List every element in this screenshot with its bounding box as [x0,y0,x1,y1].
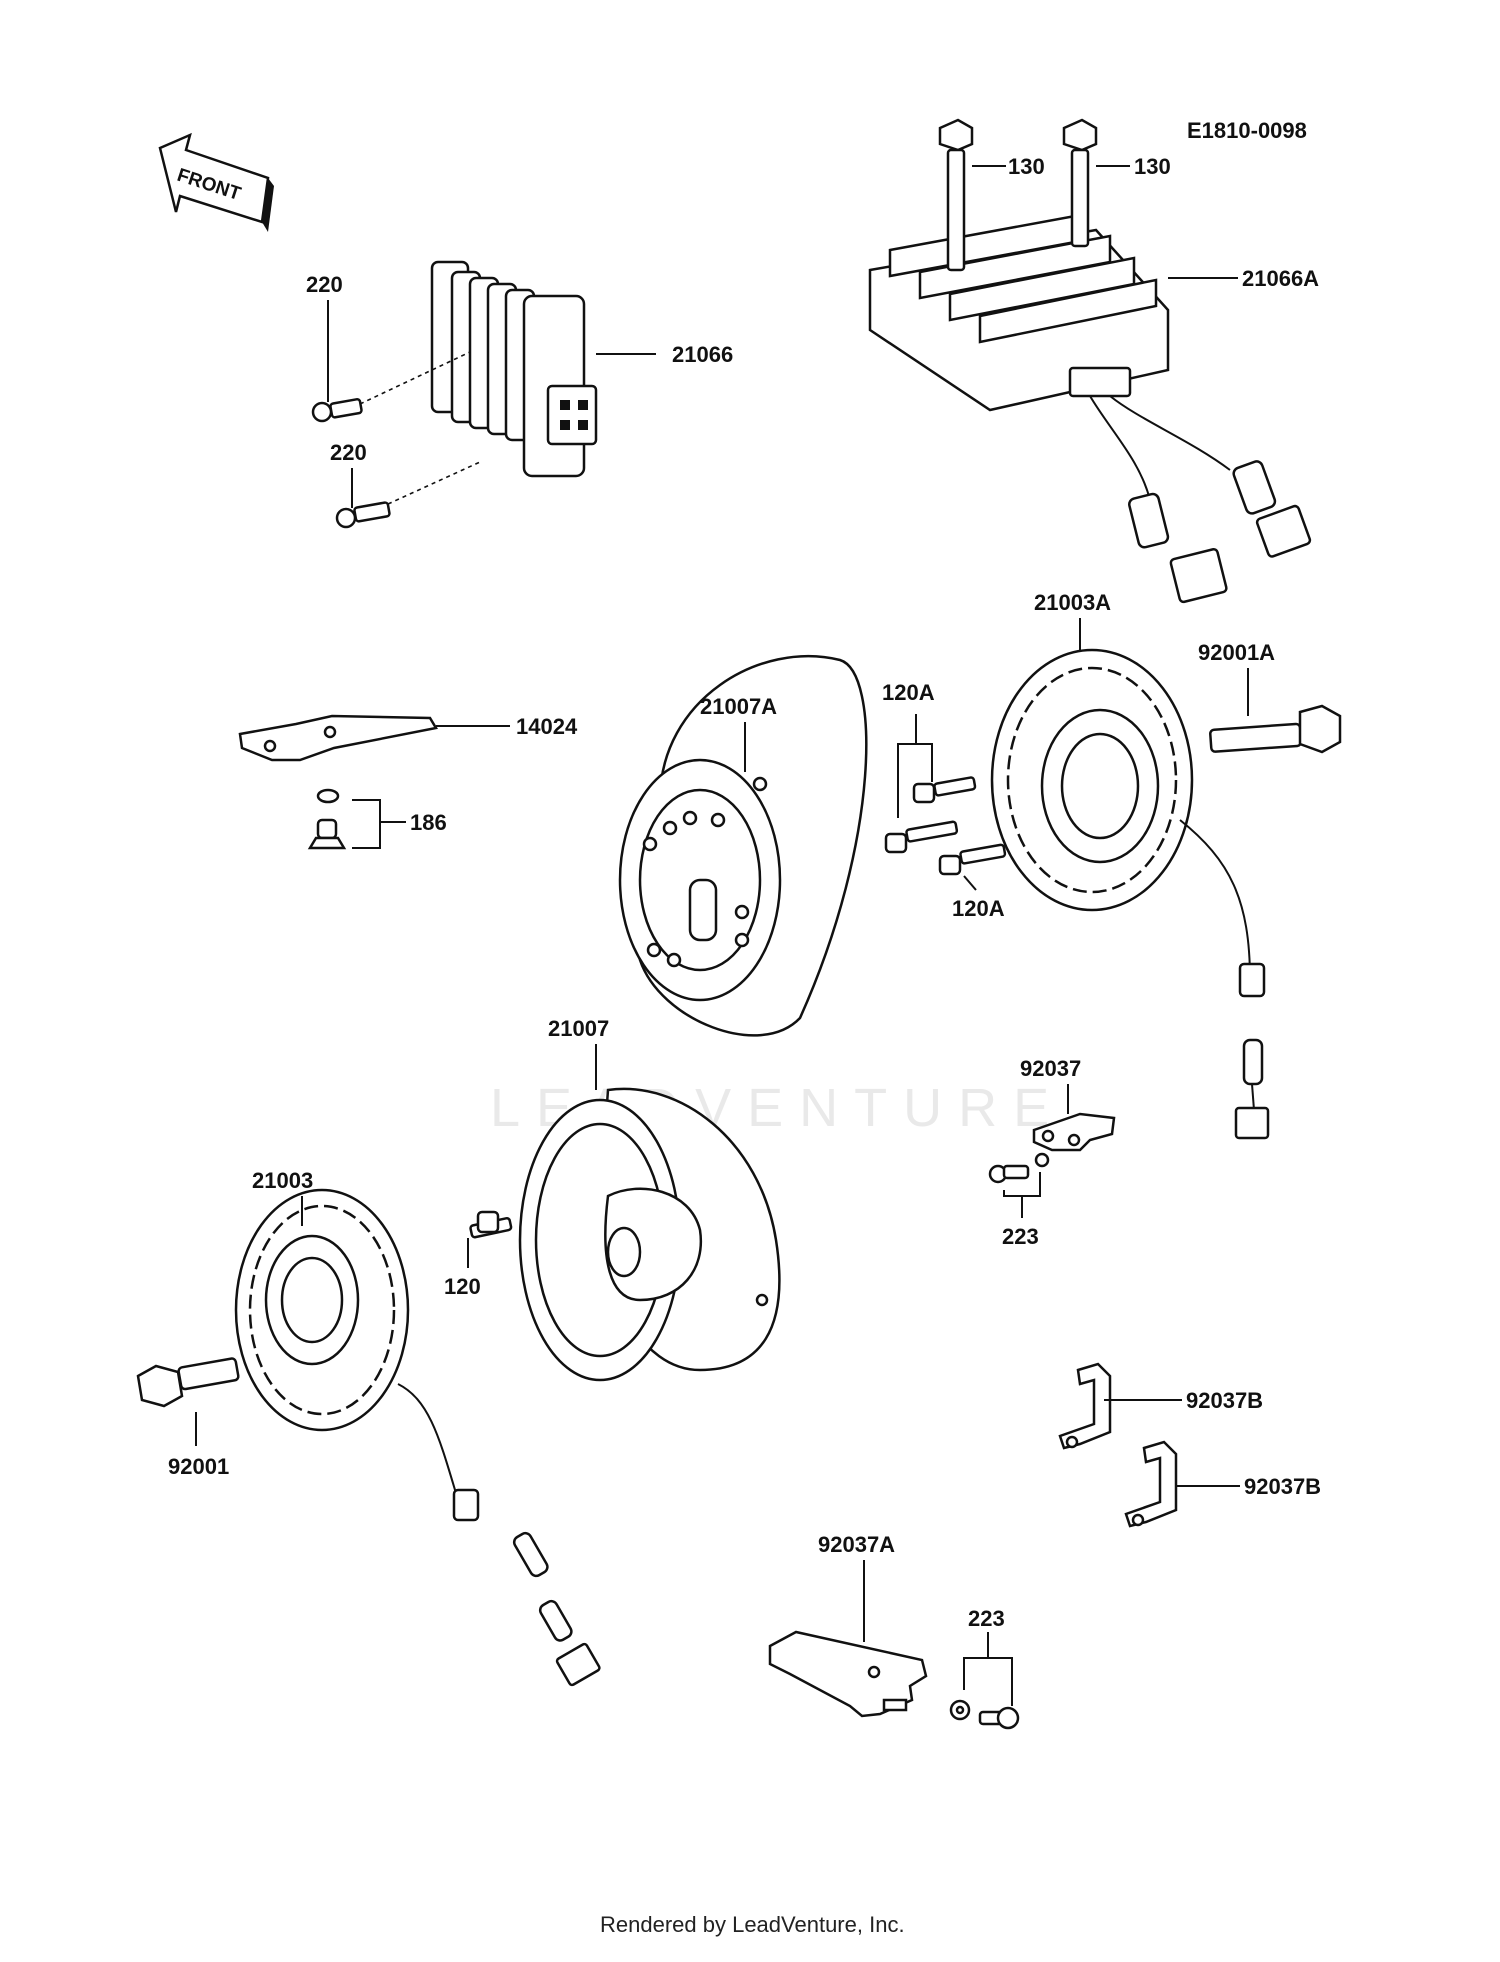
callout-14024: 14024 [516,714,578,739]
washer-bolt-186-part [307,788,347,850]
regulator-21066-part [430,260,598,478]
callout-220-upper: 220 [306,272,343,297]
callout-120: 120 [444,1274,481,1299]
callout-223-upper: 223 [1002,1224,1039,1249]
bolt-220-upper-part [311,398,363,423]
bolt-92001-part [136,1357,240,1408]
flywheel-21007-part [518,1087,781,1382]
bracket-92037B-upper-part [1058,1362,1112,1450]
callout-21007A: 21007A [700,694,777,719]
bolt-220-lower-part [335,501,391,529]
bolt-130-left-part [938,118,974,272]
stator-21003-part [234,1188,601,1687]
screw-washer-223-upper-part [988,1152,1050,1184]
callout-21066A: 21066A [1242,266,1319,291]
bracket-14024-part [238,714,438,762]
stator-21003A-part [990,648,1270,1140]
footer-credit: Rendered by LeadVenture, Inc. [600,1912,905,1937]
front-arrow-icon: FRONT [158,132,274,232]
bolt-120A-middle-part [884,820,959,854]
callout-21007: 21007 [548,1016,609,1041]
bolt-120A-upper-part [912,776,977,804]
callout-92001A: 92001A [1198,640,1275,665]
callout-92037B-lower: 92037B [1244,1474,1321,1499]
flywheel-21007A-part [618,654,868,1037]
bolt-92001A-part [1209,704,1342,754]
callout-92037: 92037 [1020,1056,1081,1081]
bolt-120A-lower-part [938,843,1007,876]
callout-92037A: 92037A [818,1532,895,1557]
callout-220-lower: 220 [330,440,367,465]
callout-223-lower: 223 [968,1606,1005,1631]
callout-130-right: 130 [1134,154,1171,179]
screw-washer-223-lower-part [949,1699,1020,1730]
callout-120A-upper: 120A [882,680,935,705]
callout-21003: 21003 [252,1168,313,1193]
diagram-code: E1810-0098 [1187,118,1307,143]
callout-186: 186 [410,810,447,835]
regulator-21066A-part [868,212,1312,604]
bolt-130-right-part [1062,118,1098,248]
callout-130-left: 130 [1008,154,1045,179]
callout-92037B-upper: 92037B [1186,1388,1263,1413]
callout-21066: 21066 [672,342,733,367]
bracket-92037A-part [768,1630,928,1718]
bolt-120-part [469,1210,513,1239]
bracket-92037-part [1032,1112,1116,1152]
callout-92001: 92001 [168,1454,229,1479]
bracket-92037B-lower-part [1124,1440,1178,1528]
callout-21003A: 21003A [1034,590,1111,615]
callout-120A-lower: 120A [952,896,1005,921]
